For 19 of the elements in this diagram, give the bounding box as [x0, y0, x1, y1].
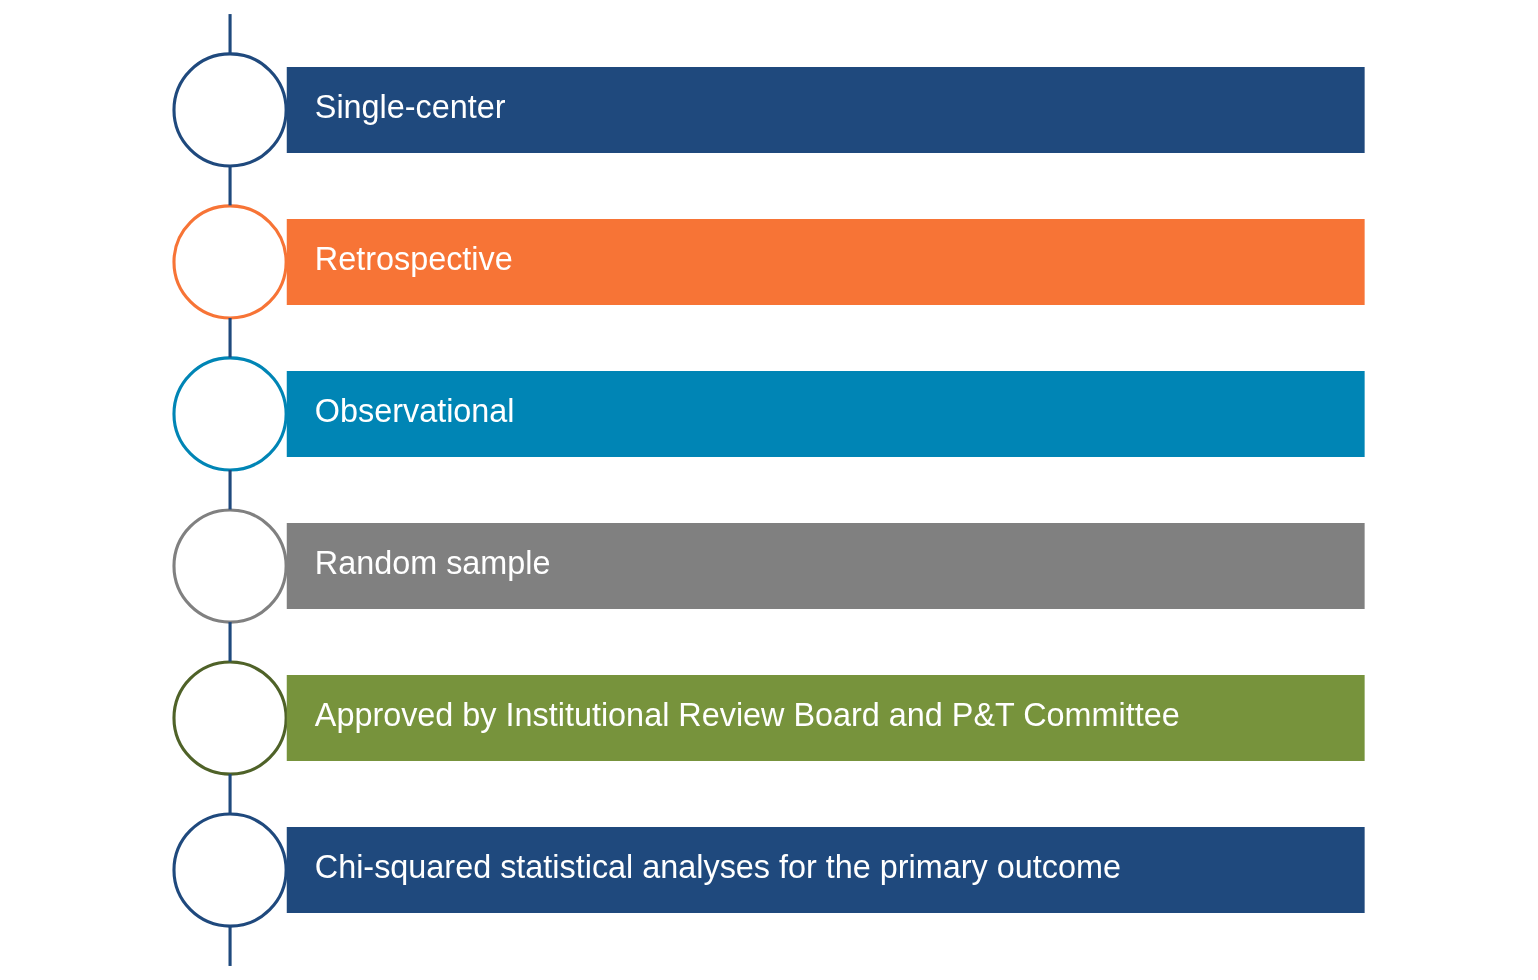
node-box: Chi-squared statistical analyses for the primary outcome	[286, 827, 1365, 914]
connector	[228, 774, 232, 814]
connector	[228, 318, 232, 358]
node-circle	[172, 812, 288, 928]
connector	[228, 470, 232, 510]
node-box: Single-center	[286, 66, 1365, 153]
connector	[228, 166, 232, 206]
connector	[228, 14, 232, 54]
node-circle	[172, 356, 288, 472]
node-circle	[172, 508, 288, 624]
node-box: Approved by Institutional Review Board and P&T Committee	[286, 675, 1365, 762]
node-circle	[172, 204, 288, 320]
node-circle	[172, 660, 288, 776]
node-box: Random sample	[286, 523, 1365, 609]
connector	[228, 926, 232, 966]
node-circle	[172, 52, 288, 168]
connector	[228, 622, 232, 662]
node-box: Observational	[286, 371, 1365, 457]
node-box: Retrospective	[286, 218, 1365, 305]
